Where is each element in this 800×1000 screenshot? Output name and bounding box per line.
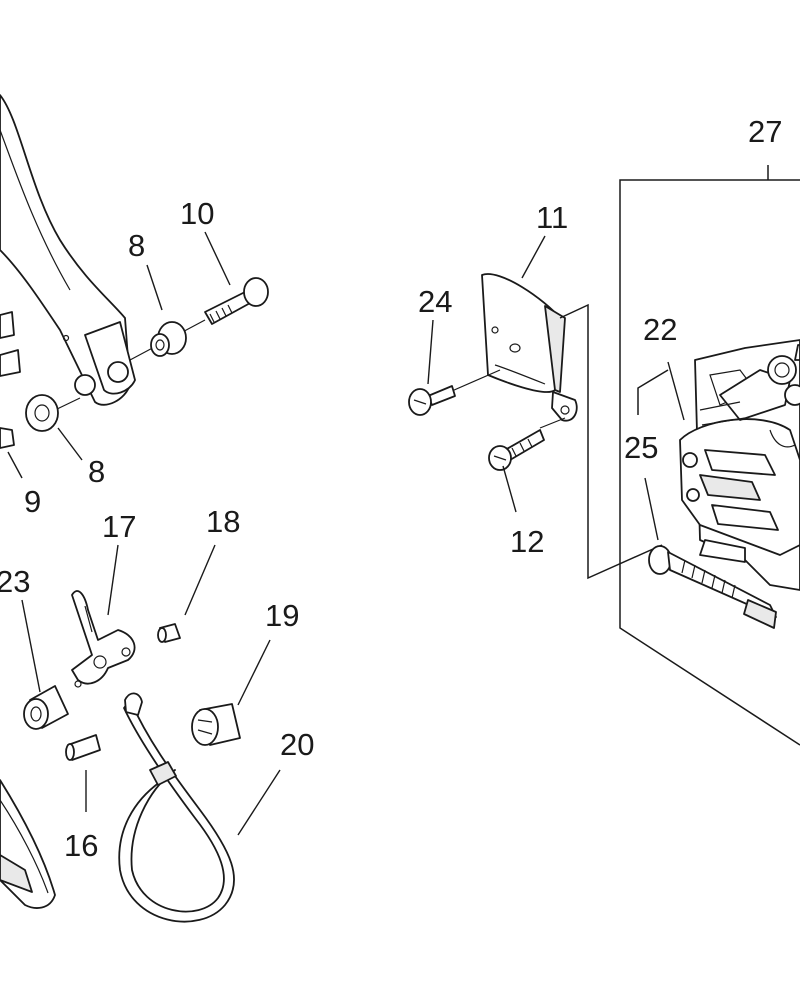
callout-labels: 10 8 8 9 11 24 12 27 22 25 17 18 23 19 2… [0,114,782,863]
callout-27: 27 [748,114,782,149]
callout-8-lower: 8 [88,454,105,489]
guide-plate-11 [481,273,578,422]
callout-25: 25 [624,430,658,465]
nut-9 [0,427,15,449]
lever-arm [0,94,136,406]
callout-22: 22 [643,312,677,347]
brake-band-20 [118,692,235,923]
callout-17: 17 [102,509,136,544]
sleeve-23 [23,685,69,730]
bolt-25 [648,545,777,629]
callout-8-upper: 8 [128,228,145,263]
pin-16 [65,734,101,761]
callout-10: 10 [180,196,214,231]
callout-23: 23 [0,564,30,599]
group-27-frame [619,165,800,746]
callout-9: 9 [24,484,41,519]
bushing-8-upper [150,321,187,357]
screw-12 [488,417,566,471]
guide-plate-frame [559,303,663,580]
callout-20: 20 [280,727,314,762]
callout-18: 18 [206,504,240,539]
leader-lines [7,231,659,836]
front-guard [0,779,56,909]
callout-11: 11 [536,200,568,235]
callout-24: 24 [418,284,452,319]
bolt-10 [129,277,269,361]
callout-16: 16 [64,828,98,863]
callout-12: 12 [510,524,544,559]
bracket-22 [679,339,800,591]
lever-17 [71,590,136,688]
callout-19: 19 [265,598,299,633]
bracket-22-leader [637,361,685,421]
screw-24 [408,369,501,416]
bushing-19 [191,703,241,746]
pin-18 [157,623,181,643]
bushing-8-lower [25,394,81,432]
